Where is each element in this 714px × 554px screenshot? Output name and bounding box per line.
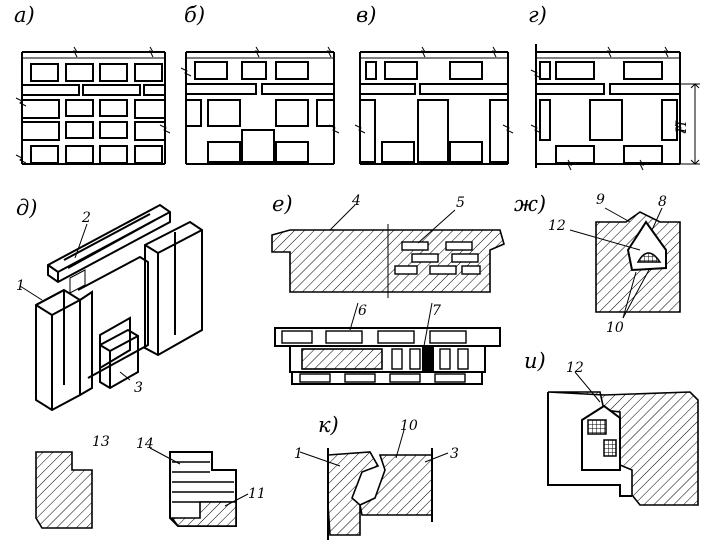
callout-9: 9 [596, 192, 605, 208]
callout-13: 13 [92, 434, 110, 450]
profile-14-11 [149, 447, 249, 527]
panel-label-k: к) [318, 413, 339, 437]
callout-3-k: 3 [450, 446, 459, 462]
callout-10-zh: 10 [606, 320, 624, 336]
callout-1-d: 1 [16, 278, 25, 294]
panel-label-d: д) [16, 196, 38, 220]
panel-k-section [299, 429, 449, 540]
panel-label-b: б) [184, 3, 205, 27]
panel-e-section-upper [271, 204, 505, 298]
callout-5: 5 [456, 195, 465, 211]
panel-label-v: в) [356, 3, 376, 27]
panel-i-section [547, 371, 699, 506]
callout-12-zh: 12 [548, 218, 566, 234]
dimension-label-h: H [674, 120, 690, 134]
callout-2: 2 [81, 210, 91, 226]
callout-6: 6 [358, 303, 367, 319]
panel-b-wall [180, 46, 340, 165]
panel-label-a: а) [14, 3, 35, 27]
panel-a-wall [15, 46, 171, 165]
callout-7: 7 [432, 303, 441, 319]
callout-14: 14 [136, 436, 154, 452]
callout-1-k: 1 [294, 446, 303, 462]
panel-label-g: г) [528, 3, 547, 27]
panel-e-section-lower [274, 302, 501, 385]
panel-label-zh: ж) [514, 192, 546, 216]
callout-4: 4 [351, 193, 361, 209]
panel-zh-section [569, 207, 681, 319]
panel-label-i: и) [524, 349, 546, 373]
callout-11: 11 [248, 486, 266, 502]
panel-g-wall [530, 44, 700, 171]
callout-8: 8 [658, 194, 667, 210]
callout-10-k: 10 [400, 418, 418, 434]
panel-d-isometric-blocks [19, 203, 203, 412]
panel-v-wall [354, 46, 514, 165]
callout-12-i: 12 [566, 360, 584, 376]
profile-13 [35, 451, 93, 529]
callout-3-d: 3 [134, 380, 143, 396]
panel-label-e: е) [272, 192, 293, 216]
